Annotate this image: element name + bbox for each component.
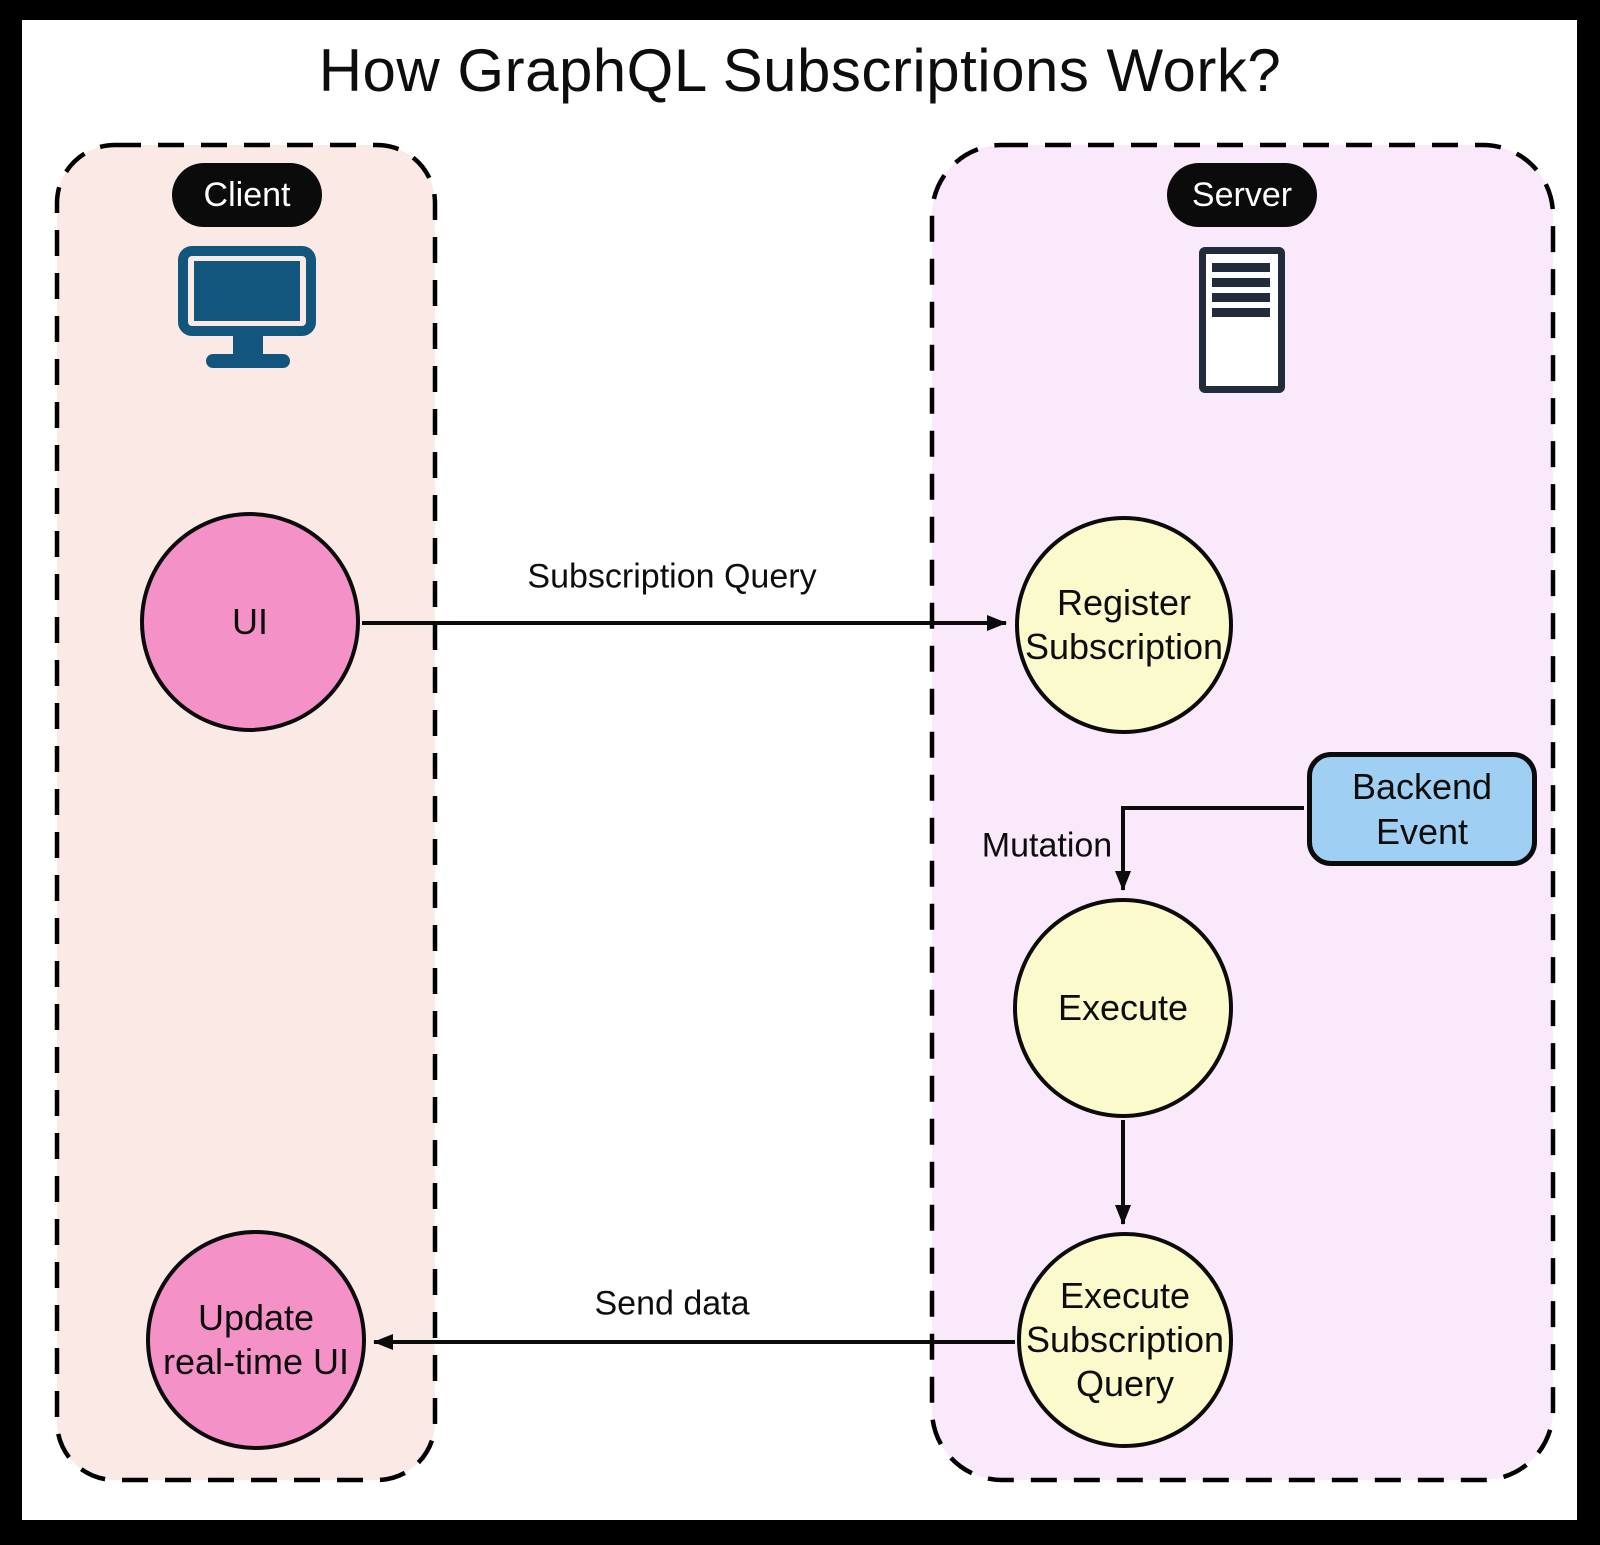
node-register-subscription-label: Register Subscription — [1024, 582, 1224, 667]
server-vent-bar — [1212, 293, 1270, 302]
monitor-screen — [194, 261, 300, 321]
node-ui-label: UI — [232, 601, 268, 643]
server-vent-bar — [1212, 263, 1270, 272]
node-backend-event-label: Backend Event — [1351, 766, 1493, 852]
monitor-frame — [178, 246, 316, 336]
subscription-query-edge-label: Subscription Query — [527, 557, 817, 596]
send-data-edge-label: Send data — [594, 1284, 750, 1323]
server-tower-icon — [1199, 247, 1285, 393]
node-ui: UI — [140, 512, 360, 732]
node-backend-event: Backend Event — [1307, 752, 1537, 866]
node-update-realtime-ui: Update real-time UI — [146, 1230, 366, 1450]
client-panel-label: Client — [172, 163, 322, 227]
monitor-base — [206, 354, 290, 368]
server-panel-label: Server — [1167, 163, 1317, 227]
node-execute: Execute — [1013, 898, 1233, 1118]
server-vent-bar — [1212, 308, 1270, 317]
node-execute-label: Execute — [1057, 987, 1189, 1029]
node-register-subscription: Register Subscription — [1015, 516, 1233, 734]
diagram-title: How GraphQL Subscriptions Work? — [318, 37, 1282, 104]
monitor-stand — [233, 334, 263, 356]
node-execute-subscription-query-label: Execute Subscription Query — [1025, 1275, 1225, 1404]
monitor-icon — [178, 246, 318, 368]
server-vent-bar — [1212, 278, 1270, 287]
node-update-realtime-ui-label: Update real-time UI — [162, 1297, 350, 1382]
node-execute-subscription-query: Execute Subscription Query — [1017, 1232, 1233, 1448]
mutation-edge-label: Mutation — [981, 826, 1113, 865]
